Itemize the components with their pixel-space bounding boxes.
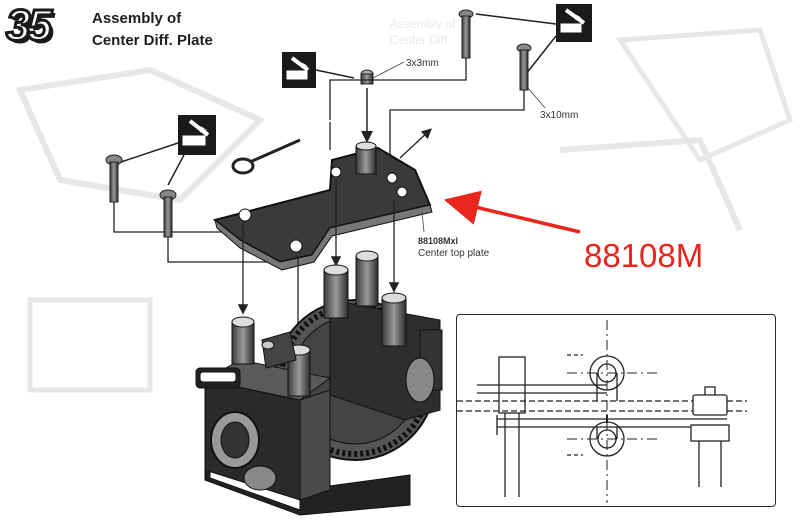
step-number: 35 xyxy=(5,0,54,51)
screw-3x3 xyxy=(360,69,374,143)
standoff-post xyxy=(381,292,407,347)
standoff-post xyxy=(323,264,349,319)
part-number-callout: 88108M xyxy=(584,237,704,274)
step-title-line1: Assembly of xyxy=(92,10,182,27)
threadlock-tube-icon: TL xyxy=(117,115,216,186)
svg-text:Assembly of: Assembly of xyxy=(390,17,456,31)
svg-text:Center Diff.: Center Diff. xyxy=(390,33,450,47)
callout-arrow xyxy=(443,190,581,234)
inset-cross-section xyxy=(457,320,747,503)
screw-3x10 xyxy=(389,43,532,170)
screw-long-top xyxy=(329,9,474,120)
svg-text:TL: TL xyxy=(573,15,585,26)
link-pin xyxy=(231,138,301,175)
part-name-label: Center top plate xyxy=(418,248,490,259)
inset-detail-panel xyxy=(456,314,776,507)
standoff-post xyxy=(355,250,379,307)
svg-text:TL: TL xyxy=(299,63,311,74)
center-top-plate xyxy=(212,141,433,271)
svg-text:TL: TL xyxy=(197,125,210,138)
step-title: Assembly of Center Diff. Plate xyxy=(92,8,213,52)
step-title-line2: Center Diff. Plate xyxy=(92,32,213,49)
screw-3x3-label: 3x3mm xyxy=(406,58,439,69)
screw-3x10-label: 3x10mm xyxy=(540,110,578,121)
standoff-post xyxy=(231,316,255,365)
threadlock-tube-icon: TL xyxy=(282,52,355,88)
threadlock-tube-icon: TL xyxy=(475,4,592,75)
center-diff-assembly xyxy=(195,250,443,516)
part-code-label: 88108Mxl xyxy=(418,236,458,246)
